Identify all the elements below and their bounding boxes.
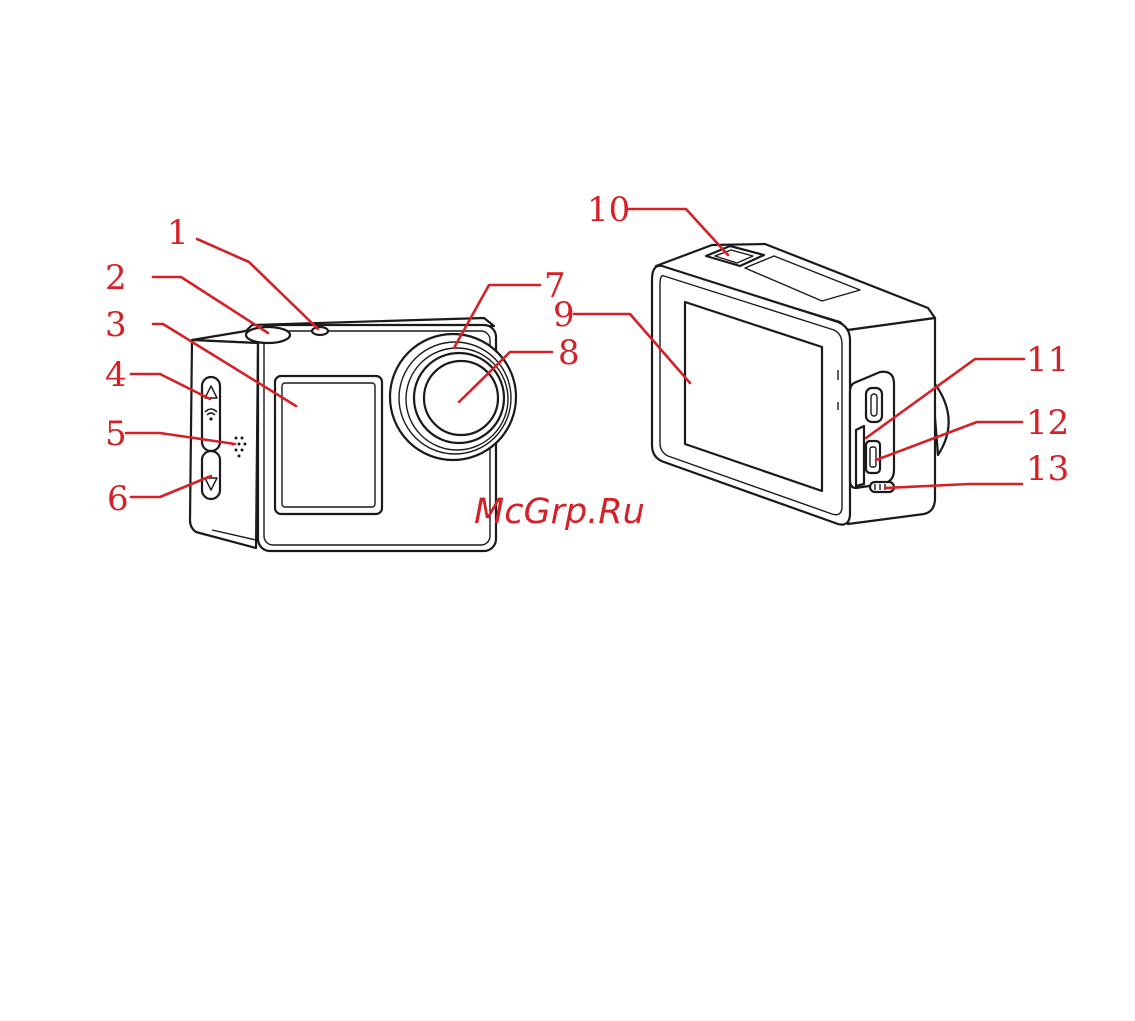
callout-2: 2 [105,258,127,298]
leader-1 [197,239,318,329]
front-camera-side-face [190,340,258,548]
callout-9: 9 [553,295,575,335]
callout-12: 12 [1026,403,1069,443]
callout-13: 13 [1026,449,1069,489]
micro-sd-slot [856,426,864,486]
callout-6: 6 [107,479,129,519]
callout-5: 5 [105,414,127,454]
callout-11: 11 [1026,340,1069,380]
back-camera [652,244,949,525]
callout-8: 8 [558,333,580,373]
indicator-light [312,327,328,335]
callout-4: 4 [105,355,127,395]
power-button[interactable] [246,327,290,343]
callout-1: 1 [167,213,189,253]
hdmi-port [866,441,880,473]
callout-3: 3 [105,305,127,345]
front-camera [190,318,516,551]
lens-assembly [390,334,516,460]
front-screen [275,376,382,514]
leader-2 [153,277,268,333]
lens-glass [424,361,498,435]
watermark-text: McGrp.Ru [474,492,645,532]
wifi-dot-icon [209,417,212,420]
callout-10: 10 [587,190,630,230]
micro-usb-port [866,388,882,422]
